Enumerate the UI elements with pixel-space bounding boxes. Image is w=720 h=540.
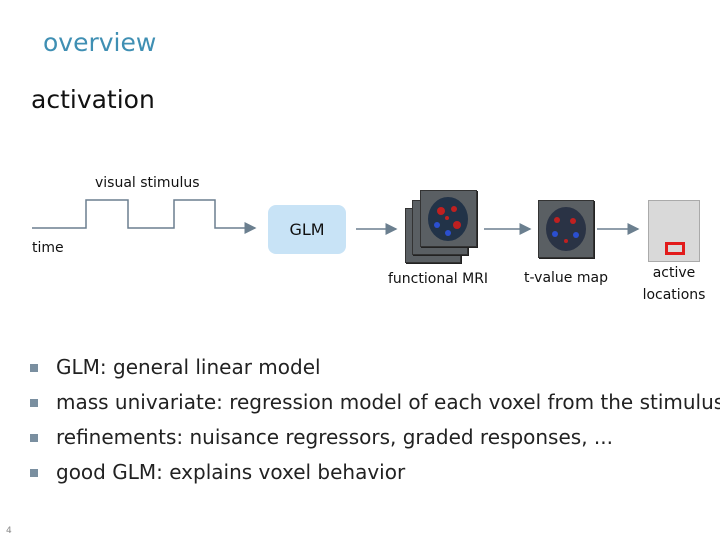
bullet-list: GLM: general linear model mass univariat… (30, 350, 720, 490)
section-title: overview (43, 28, 157, 57)
functional-mri-label: functional MRI (388, 271, 489, 287)
slide-heading: activation (31, 85, 155, 114)
bullet-item: refinements: nuisance regressors, graded… (30, 420, 720, 455)
tmap-icon (546, 207, 586, 251)
active-location-marker (665, 242, 685, 255)
time-label: time (32, 240, 64, 256)
active-locations-box (648, 200, 700, 262)
brain-activation-icon (428, 197, 468, 241)
brain-slice (420, 190, 477, 247)
active-locations-label: active locations (642, 265, 706, 303)
bullet-square-icon (30, 364, 38, 372)
bullet-square-icon (30, 434, 38, 442)
bullet-square-icon (30, 469, 38, 477)
glm-box: GLM (268, 205, 346, 254)
glm-label: GLM (289, 220, 325, 239)
page-number: 4 (6, 526, 12, 536)
diagram-lines (32, 199, 640, 235)
bullet-item: GLM: general linear model (30, 350, 720, 385)
bullet-item: mass univariate: regression model of eac… (30, 385, 720, 420)
bullet-item: good GLM: explains voxel behavior (30, 455, 720, 490)
tmap-image (538, 200, 594, 258)
stimulus-timeline-arrow (32, 199, 257, 234)
visual-stimulus-label: visual stimulus (95, 175, 200, 191)
tmap-label: t-value map (524, 270, 608, 286)
bullet-square-icon (30, 399, 38, 407)
